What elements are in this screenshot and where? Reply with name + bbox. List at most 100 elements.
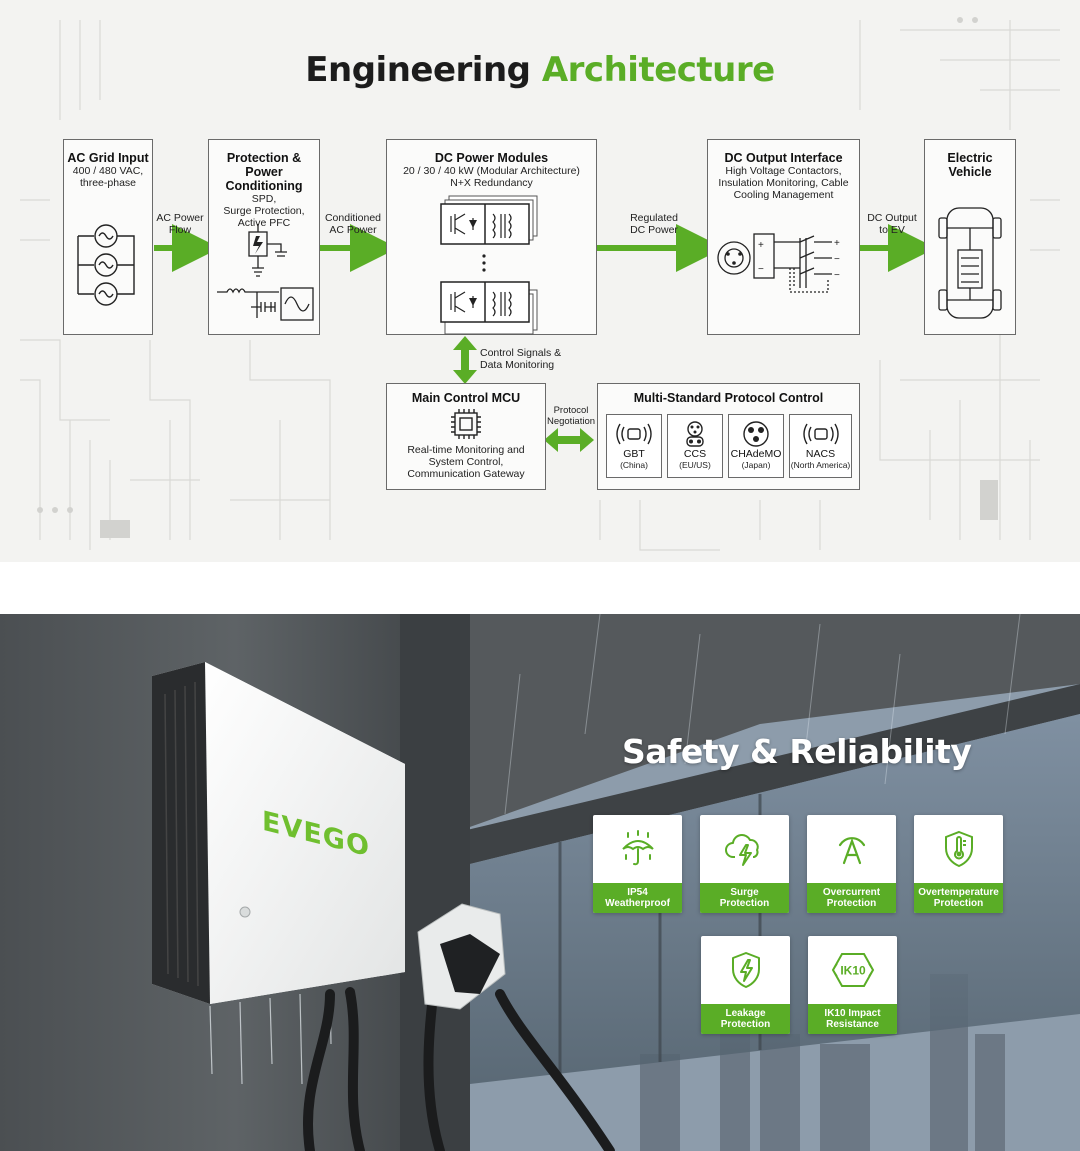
overcurrent-icon xyxy=(838,837,865,865)
svg-text:−: − xyxy=(834,270,840,281)
safety-title: Safety & Reliability xyxy=(622,732,972,771)
flow-line: Flow xyxy=(168,224,192,236)
ik10-badge-text: IK10 xyxy=(840,964,866,978)
flow-line: Regulated xyxy=(630,212,678,224)
thermometer-shield-icon xyxy=(944,830,973,868)
rainy-building-scene xyxy=(0,614,1080,1151)
ik10-badge-icon: IK10 xyxy=(831,953,874,987)
dc-output-sub3: Cooling Management xyxy=(733,189,834,201)
svg-text:−: − xyxy=(758,264,764,275)
title-part-black: Engineering xyxy=(305,50,531,90)
chademo-connector-icon xyxy=(743,421,769,447)
bolt-shield-icon xyxy=(731,952,760,988)
mcu-block: Main Control MCU Real-time Monitoring an… xyxy=(386,383,546,490)
flow-label-conditioned: Conditioned AC Power xyxy=(320,212,386,236)
feature-line-1: Leakage xyxy=(725,1008,766,1019)
architecture-title: Engineering Architecture xyxy=(0,50,1080,90)
cloud-lightning-icon xyxy=(724,834,759,866)
feature-line-1: IP54 xyxy=(627,887,648,898)
dc-modules-sub2: N+X Redundancy xyxy=(450,177,533,189)
dc-output-sub1: High Voltage Contactors, xyxy=(725,165,842,177)
feature-line-2: Protection xyxy=(719,898,770,909)
feature-line-1: Overtemperature xyxy=(918,887,999,898)
protocol-card-ccs: CCS (EU/US) xyxy=(667,414,723,478)
protocol-name: GBT xyxy=(623,448,645,460)
ac-grid-title: AC Grid Input xyxy=(67,151,149,165)
feature-line-2: Protection xyxy=(826,898,877,909)
protection-title-1: Protection & xyxy=(226,151,302,165)
ccs-connector-icon xyxy=(686,421,704,447)
spd-filter-icon xyxy=(217,224,314,321)
arrow-protocol-negotiation xyxy=(544,428,594,452)
feature-line-2: Resistance xyxy=(826,1019,879,1030)
protection-sub3: Active PFC xyxy=(237,217,291,229)
protocol-region: (Japan) xyxy=(741,460,771,470)
flow-label-control: Control Signals & Data Monitoring xyxy=(480,347,580,371)
three-phase-source-icon xyxy=(77,224,135,306)
flow-line: AC Power xyxy=(329,224,377,236)
flow-label-dc-output: DC Output to EV xyxy=(862,212,922,236)
dc-modules-sub1: 20 / 30 / 40 kW (Modular Architecture) xyxy=(403,165,580,177)
car-chassis-icon xyxy=(938,207,1002,319)
ac-grid-sub1: 400 / 480 VAC, xyxy=(72,165,144,177)
wireless-charge-icon xyxy=(802,423,839,445)
ev-block: Electric Vehicle xyxy=(924,139,1016,335)
title-part-green: Architecture xyxy=(541,50,775,90)
dc-power-modules-block: DC Power Modules 20 / 30 / 40 kW (Modula… xyxy=(386,139,597,335)
protocol-region: (China) xyxy=(620,460,648,470)
protection-block: Protection & Power Conditioning SPD, Sur… xyxy=(208,139,320,335)
protocol-name: CCS xyxy=(683,448,707,460)
architecture-section: Engineering Architecture xyxy=(0,0,1080,562)
feature-line-2: Protection xyxy=(720,1019,771,1030)
protection-sub1: SPD, xyxy=(251,193,277,205)
svg-text:−: − xyxy=(834,254,840,265)
protocol-name: CHAdeMO xyxy=(730,448,782,460)
wireless-charge-icon xyxy=(616,423,652,445)
protocol-region: (North America) xyxy=(790,460,851,470)
dc-output-title: DC Output Interface xyxy=(724,151,843,165)
svg-text:+: + xyxy=(758,240,764,251)
circuit-background xyxy=(20,17,1060,551)
flow-line: Negotiation xyxy=(546,416,596,427)
ev-title-1: Electric xyxy=(947,151,993,165)
feature-line-2: Weatherproof xyxy=(605,898,670,909)
protocol-card-chademo: CHAdeMO (Japan) xyxy=(728,414,784,478)
chip-icon xyxy=(451,409,481,439)
flow-line: to EV xyxy=(879,224,905,236)
flow-line: Conditioned xyxy=(324,212,382,224)
feature-line-2: Protection xyxy=(933,898,984,909)
flow-label-ac-power: AC Power Flow xyxy=(154,212,206,236)
protocol-region: (EU/US) xyxy=(679,460,711,470)
mcu-sub2: System Control, xyxy=(428,456,504,468)
umbrella-rain-icon xyxy=(621,830,654,866)
mcu-title: Main Control MCU xyxy=(411,391,521,405)
protection-title-2: Power Conditioning xyxy=(225,165,303,193)
flow-line: Protocol xyxy=(553,405,589,416)
feature-line-1: Surge xyxy=(730,887,759,898)
feature-line-1: IK10 Impact xyxy=(824,1008,881,1019)
flow-label-negotiation: Protocol Negotiation xyxy=(545,405,597,427)
flow-label-regulated: Regulated DC Power xyxy=(610,212,698,236)
flow-line: Data Monitoring xyxy=(480,359,555,371)
protocol-title: Multi-Standard Protocol Control xyxy=(633,391,824,405)
dc-modules-title: DC Power Modules xyxy=(434,151,549,165)
mcu-sub1: Real-time Monitoring and xyxy=(407,444,525,456)
protocol-name: NACS xyxy=(805,448,836,460)
dc-output-sub2: Insulation Monitoring, Cable xyxy=(718,177,849,189)
charger-unit xyxy=(152,662,405,1004)
protocol-card-gbt: GBT (China) xyxy=(606,414,662,478)
mcu-sub3: Communication Gateway xyxy=(407,468,525,480)
contactor-connector-icon: + − + − − xyxy=(717,233,840,293)
flow-line: DC Output xyxy=(867,212,917,224)
feature-line-1: Overcurrent xyxy=(822,887,881,898)
arrow-control-signals xyxy=(453,336,477,384)
svg-text:+: + xyxy=(834,238,840,249)
power-module-stack-icon xyxy=(440,195,538,335)
